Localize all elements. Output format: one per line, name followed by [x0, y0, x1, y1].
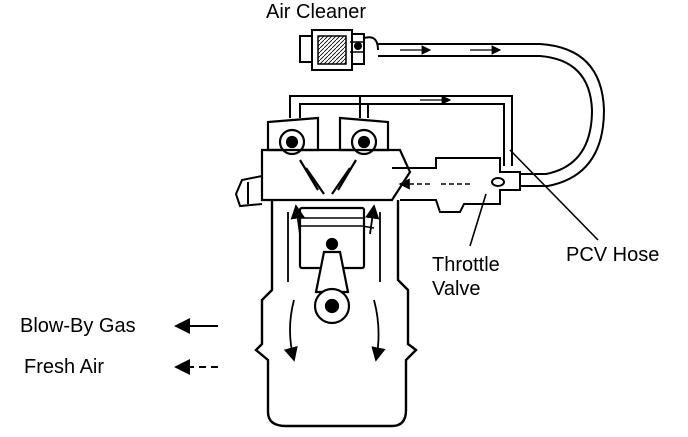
cylinder-head [260, 116, 412, 202]
crankcase-flow-arrows [283, 204, 386, 362]
throttle-valve-label-line1: Throttle [432, 254, 500, 276]
exhaust-port [234, 175, 263, 208]
pcv-hose-label: PCV Hose [566, 244, 660, 266]
engine-block [254, 200, 418, 428]
breather-passages [289, 95, 513, 166]
air-cleaner [299, 29, 379, 71]
intake-manifold [392, 157, 521, 213]
legend-blow-by-gas-label: Blow-By Gas [20, 315, 136, 337]
air-cleaner-label: Air Cleaner [266, 1, 367, 23]
legend-fresh-air-label: Fresh Air [24, 356, 105, 378]
legend-symbols [174, 318, 218, 375]
leader-lines [469, 149, 599, 247]
throttle-valve-label-line2: Valve [432, 278, 481, 300]
piston [298, 206, 366, 325]
pcv-hose [378, 43, 606, 187]
